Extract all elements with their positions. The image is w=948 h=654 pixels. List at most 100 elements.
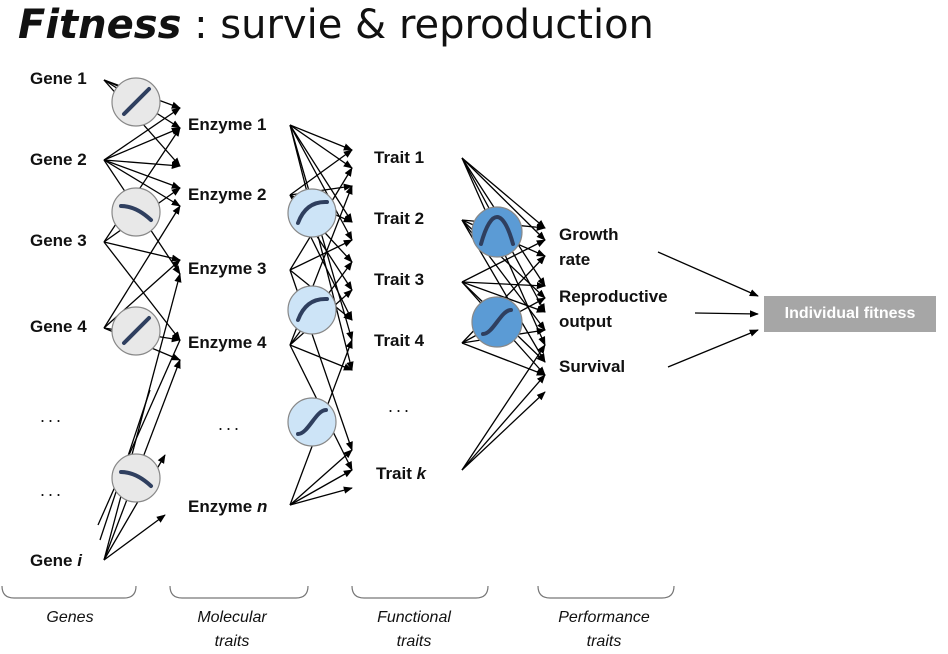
network-arrow — [103, 241, 181, 262]
gene-i-text: Gene — [30, 551, 73, 570]
network-arrow — [461, 391, 546, 471]
function-circle — [287, 188, 337, 238]
gene-2-label: Gene 2 — [30, 150, 87, 169]
network-arrow — [461, 239, 546, 283]
function-circle — [111, 187, 161, 237]
network-arrow — [289, 124, 354, 371]
category-bracket — [1, 585, 137, 599]
page-title: Fitness : survie & reproduction — [18, 2, 654, 48]
decreasing-curve-icon — [119, 204, 153, 222]
increasing-curve-icon — [122, 87, 151, 116]
network-arrow — [289, 149, 353, 196]
performance-line2: traits — [586, 633, 622, 650]
sigmoid-curve-icon — [481, 308, 513, 336]
trait-ellipsis: ... — [388, 396, 413, 416]
network-line — [103, 79, 119, 87]
hump-curve-icon — [479, 215, 515, 246]
network-arrow — [289, 239, 353, 271]
network-arrow — [289, 449, 353, 506]
enzyme-3-label: Enzyme 3 — [188, 259, 267, 278]
function-circle — [471, 296, 523, 348]
saturating-curve-icon — [296, 296, 329, 322]
category-bracket — [169, 585, 309, 599]
gene-1-label: Gene 1 — [30, 69, 87, 88]
network-arrow — [461, 281, 546, 290]
function-circle — [471, 206, 523, 258]
growth-line2: rate — [559, 250, 591, 269]
network-arrow — [667, 329, 759, 368]
survival-label: Survival — [559, 357, 626, 376]
function-circle — [111, 306, 161, 356]
network-arrow — [461, 342, 546, 376]
trait-4-label: Trait 4 — [374, 331, 425, 350]
trait-3-label: Trait 3 — [374, 270, 425, 289]
network-arrow — [657, 251, 759, 297]
network-arrow — [289, 124, 353, 151]
title-rest: : survie & reproduction — [181, 2, 654, 48]
network-arrow — [103, 205, 181, 329]
network-arrow — [289, 124, 353, 241]
network-arrow — [461, 157, 546, 229]
gene-i-index: i — [77, 551, 82, 570]
gene-ellipsis-2: ... — [40, 480, 65, 500]
enzyme-n-text: Enzyme — [188, 497, 253, 516]
decreasing-curve-icon — [119, 470, 153, 488]
increasing-curve-icon — [122, 316, 151, 345]
gene-i-label: Gene i — [30, 551, 82, 571]
category-brackets — [1, 585, 675, 599]
network-arrow — [103, 159, 181, 207]
gene-4-label: Gene 4 — [30, 317, 87, 336]
saturating-curve-icon — [296, 199, 329, 225]
enzyme-n-index: n — [256, 497, 268, 516]
network-arrow — [289, 124, 353, 169]
network-arrow — [461, 374, 546, 471]
function-circle — [111, 77, 161, 127]
repro-line2: output — [559, 312, 612, 331]
trait-2-label: Trait 2 — [374, 209, 425, 228]
network-arrow — [103, 159, 181, 169]
category-genes: Genes — [46, 609, 94, 626]
function-circle — [287, 285, 337, 335]
category-bracket — [537, 585, 675, 599]
functional-line2: traits — [396, 633, 432, 650]
gene-ellipsis-1: ... — [40, 406, 65, 426]
network-arrow — [103, 127, 181, 161]
growth-line1: Growth — [559, 225, 619, 244]
molecular-line1: Molecular — [197, 609, 267, 626]
trait-1-label: Trait 1 — [374, 148, 425, 167]
network-arrow — [289, 486, 353, 506]
category-performance-traits: Performance traits — [534, 606, 674, 654]
network-arrow — [289, 469, 353, 506]
trait-k-label: Trait k — [376, 464, 426, 484]
network-arrow — [461, 281, 546, 313]
repro-line1: Reproductive — [559, 287, 668, 306]
reproductive-output-label: Reproductive output — [559, 284, 668, 334]
network-line — [97, 339, 181, 526]
network-arrow — [461, 344, 546, 471]
performance-line1: Performance — [558, 609, 650, 626]
trait-k-index: k — [416, 464, 427, 483]
enzyme-n-label: Enzyme n — [188, 497, 267, 517]
network-arrow — [289, 124, 353, 223]
network-arrow — [103, 159, 181, 189]
molecular-line2: traits — [214, 633, 250, 650]
function-circles — [111, 77, 523, 503]
functional-line1: Functional — [377, 609, 451, 626]
gene-3-label: Gene 3 — [30, 231, 87, 250]
title-emphasis: Fitness — [18, 2, 182, 48]
individual-fitness-box: Individual fitness — [764, 296, 936, 332]
function-circle — [287, 397, 337, 447]
network-arrow — [103, 107, 181, 161]
network-arrow — [103, 514, 166, 561]
enzyme-2-label: Enzyme 2 — [188, 185, 267, 204]
category-functional-traits: Functional traits — [354, 606, 474, 654]
sigmoid-curve-icon — [296, 408, 328, 436]
function-circle — [111, 453, 161, 503]
network-arrow — [103, 273, 182, 561]
enzyme-4-label: Enzyme 4 — [188, 333, 267, 352]
enzyme-ellipsis: ... — [218, 414, 243, 434]
growth-rate-label: Growth rate — [559, 222, 619, 272]
category-molecular-traits: Molecular traits — [172, 606, 292, 654]
category-bracket — [351, 585, 489, 599]
